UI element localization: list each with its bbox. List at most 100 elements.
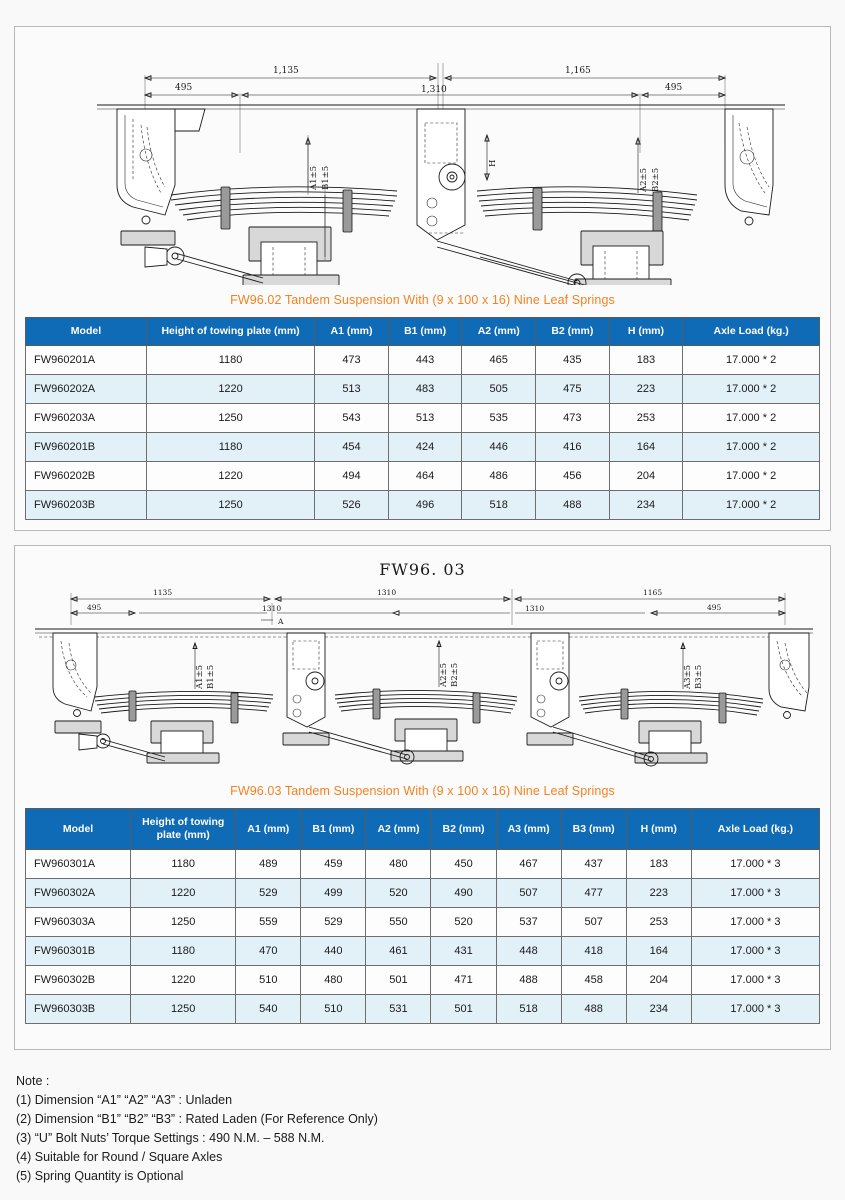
table-row: FW960303B 1250 540 510 531 501 518 488 2… xyxy=(24,994,821,1025)
cell-b1: 513 xyxy=(387,403,463,434)
cell-a3: 507 xyxy=(495,878,562,909)
cell-b2: 475 xyxy=(535,374,610,405)
fw96-02-tandem-suspension-drawing: 1,135 1,165 495 1,310 xyxy=(97,63,785,285)
cell-model: FW960302B xyxy=(24,965,132,996)
cell-axle-load: 17.000 * 2 xyxy=(682,490,820,521)
cell-h: 234 xyxy=(608,490,684,521)
fw9603-panel: FW96. 03 xyxy=(14,545,831,1050)
cell-b3: 437 xyxy=(560,849,627,880)
cell-b2: 431 xyxy=(430,936,497,967)
cell-h: 183 xyxy=(608,345,684,376)
leaf-spring-pack-1 xyxy=(94,690,274,724)
fw9602-spec-table: Model Height of towing plate (mm) A1 (mm… xyxy=(25,316,820,521)
col-header-axle-load: Axle Load (kg.) xyxy=(690,807,821,851)
cell-a1: 470 xyxy=(235,936,302,967)
cell-a3: 537 xyxy=(495,907,562,938)
svg-text:1,135: 1,135 xyxy=(273,66,299,76)
cell-b1: 480 xyxy=(300,965,367,996)
col-header-a2: A2 (mm) xyxy=(461,316,537,347)
cell-height: 1220 xyxy=(130,878,237,909)
svg-text:495: 495 xyxy=(665,83,682,93)
left-hanger-bracket xyxy=(52,632,102,734)
cell-a1: 494 xyxy=(314,461,389,492)
cell-height: 1250 xyxy=(130,994,237,1025)
cell-a2: 550 xyxy=(365,907,432,938)
svg-text:B1±5: B1±5 xyxy=(206,665,216,689)
svg-text:1310: 1310 xyxy=(262,604,281,613)
cell-h: 223 xyxy=(625,878,692,909)
fw9603-drawing-title: FW96. 03 xyxy=(379,560,466,579)
cell-a2: 520 xyxy=(365,878,432,909)
fw9602-panel: 1,135 1,165 495 1,310 xyxy=(14,26,831,531)
fw9603-drawing-area: 1135 1310 1165 xyxy=(25,581,820,776)
svg-text:A1±5: A1±5 xyxy=(309,166,319,191)
cell-axle-load: 17.000 * 3 xyxy=(690,849,821,880)
table-row: FW960201A 1180 473 443 465 435 183 17.00… xyxy=(25,345,820,376)
table-header-row: Model Height of towing plate (mm) A1 (mm… xyxy=(24,807,821,851)
cell-axle-load: 17.000 * 2 xyxy=(682,374,820,405)
cell-a2: 461 xyxy=(365,936,432,967)
col-header-b1: B1 (mm) xyxy=(387,316,463,347)
notes-title: Note : xyxy=(16,1074,50,1088)
cell-axle-load: 17.000 * 2 xyxy=(682,345,820,376)
axle-seat-assemblies xyxy=(242,226,672,285)
svg-text:1,165: 1,165 xyxy=(565,66,591,76)
axle-seat-assemblies xyxy=(146,718,708,764)
cell-b2: 471 xyxy=(430,965,497,996)
cell-height: 1220 xyxy=(145,374,316,405)
cell-height: 1180 xyxy=(145,345,316,376)
cell-h: 164 xyxy=(625,936,692,967)
col-header-b3: B3 (mm) xyxy=(560,807,627,851)
table-row: FW960202B 1220 494 464 486 456 204 17.00… xyxy=(25,461,820,492)
cell-b1: 483 xyxy=(387,374,463,405)
cell-b1: 499 xyxy=(300,878,367,909)
cell-height: 1180 xyxy=(145,432,316,463)
cell-model: FW960301A xyxy=(24,849,132,880)
cell-model: FW960202B xyxy=(25,461,147,492)
svg-text:B3±5: B3±5 xyxy=(694,665,704,689)
table-header-row: Model Height of towing plate (mm) A1 (mm… xyxy=(25,316,820,347)
cell-b2: 490 xyxy=(430,878,497,909)
table-row: FW960203B 1250 526 496 518 488 234 17.00… xyxy=(25,490,820,521)
svg-text:B1±5: B1±5 xyxy=(321,166,331,190)
svg-text:495: 495 xyxy=(87,603,102,612)
cell-b1: 464 xyxy=(387,461,463,492)
note-item-5: (5) Spring Quantity is Optional xyxy=(16,1169,184,1183)
cell-b2: 435 xyxy=(535,345,610,376)
cell-b2: 488 xyxy=(535,490,610,521)
fw9603-spec-table: Model Height of towing plate (mm) A1 (mm… xyxy=(24,807,821,1025)
cell-height: 1250 xyxy=(145,490,316,521)
torque-rod-linkages xyxy=(144,240,587,285)
fw96-03-tandem-suspension-drawing: 1135 1310 1165 xyxy=(35,588,813,767)
svg-text:B2±5: B2±5 xyxy=(450,663,460,687)
col-header-axle-load: Axle Load (kg.) xyxy=(682,316,820,347)
svg-text:H: H xyxy=(488,160,498,167)
cell-b2: 501 xyxy=(430,994,497,1025)
cell-a2: 446 xyxy=(461,432,537,463)
cell-a2: 486 xyxy=(461,461,537,492)
cell-height: 1220 xyxy=(130,965,237,996)
svg-text:495: 495 xyxy=(707,603,722,612)
table-row: FW960203A 1250 543 513 535 473 253 17.00… xyxy=(25,403,820,434)
cell-h: 183 xyxy=(625,849,692,880)
col-header-h: H (mm) xyxy=(608,316,684,347)
cell-h: 253 xyxy=(608,403,684,434)
cell-model: FW960201B xyxy=(25,432,147,463)
cell-model: FW960301B xyxy=(24,936,132,967)
cell-a2: 535 xyxy=(461,403,537,434)
svg-text:A1±5: A1±5 xyxy=(195,665,205,690)
left-leaf-spring-pack xyxy=(170,186,398,233)
col-header-a2: A2 (mm) xyxy=(365,807,432,851)
notes-section: Note : (1) Dimension “A1” “A2” “A3” : Un… xyxy=(16,1072,616,1186)
cell-a1: 543 xyxy=(314,403,389,434)
cell-a1: 526 xyxy=(314,490,389,521)
cell-height: 1250 xyxy=(130,907,237,938)
col-header-a1: A1 (mm) xyxy=(235,807,302,851)
svg-text:A2±5: A2±5 xyxy=(439,663,449,688)
col-header-a3: A3 (mm) xyxy=(495,807,562,851)
cell-height: 1220 xyxy=(145,461,316,492)
cell-axle-load: 17.000 * 3 xyxy=(690,994,821,1025)
cell-a1: 540 xyxy=(235,994,302,1025)
col-header-b2: B2 (mm) xyxy=(535,316,610,347)
